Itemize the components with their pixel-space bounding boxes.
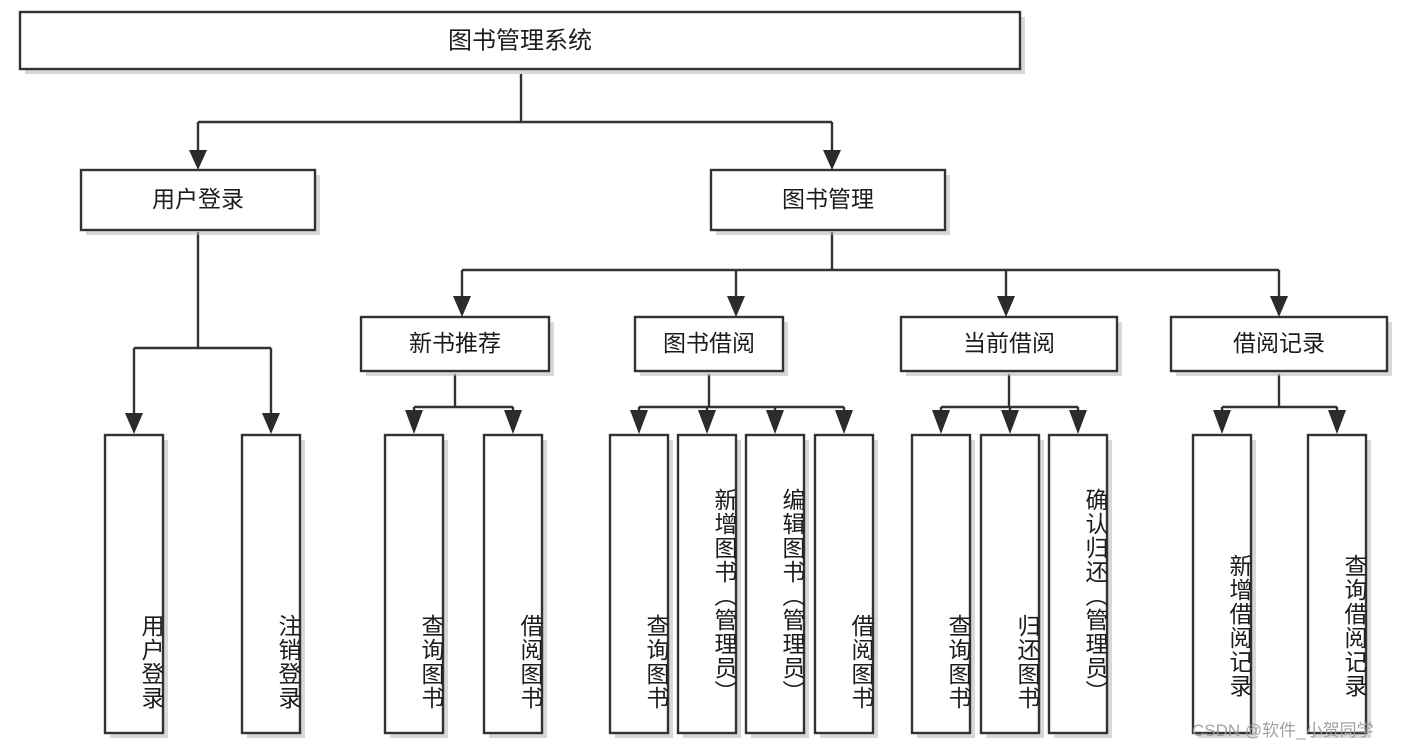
node-leaf-logout-login[interactable] <box>240 433 305 738</box>
borrow-record-label: 借阅记录 <box>1233 330 1325 356</box>
node-leaf-query-book-2[interactable] <box>608 433 673 738</box>
node-leaf-return-book[interactable] <box>979 433 1044 738</box>
node-book-manage[interactable]: 图书管理 <box>709 168 950 235</box>
node-root[interactable]: 图书管理系统 <box>18 10 1025 74</box>
arrow-leaf-add-record <box>1213 410 1231 434</box>
arrow-leaf-query-record <box>1328 410 1346 434</box>
node-leaf-query-book-3[interactable] <box>910 433 975 738</box>
leaf-borrow-book-1-box <box>482 433 544 735</box>
current-borrow-label: 当前借阅 <box>963 330 1055 356</box>
csdn-watermark: CSDN @软件_小贺同学 <box>1192 721 1374 740</box>
node-leaf-edit-book[interactable] <box>744 433 809 738</box>
node-leaf-query-record[interactable] <box>1306 433 1371 738</box>
arrow-new-book-recommend <box>453 296 471 317</box>
node-leaf-query-book-1[interactable] <box>383 433 448 738</box>
leaf-query-record-box <box>1306 433 1368 735</box>
arrow-leaf-edit-book <box>766 410 784 434</box>
node-leaf-add-record[interactable] <box>1191 433 1256 738</box>
user-login-box <box>79 168 317 232</box>
arrow-user-login <box>189 150 207 170</box>
leaf-user-login-box <box>103 433 165 735</box>
node-borrow-record[interactable]: 借阅记录 <box>1169 315 1392 376</box>
user-login-label: 用户登录 <box>152 186 244 212</box>
node-user-login[interactable]: 用户登录 <box>79 168 320 235</box>
node-leaf-user-login[interactable] <box>103 433 168 738</box>
node-leaf-borrow-book-2[interactable] <box>813 433 878 738</box>
leaf-query-book-3-box <box>910 433 972 735</box>
leaf-return-book-box <box>979 433 1041 735</box>
node-leaf-add-book[interactable] <box>676 433 741 738</box>
new-book-recommend-label: 新书推荐 <box>409 330 501 356</box>
arrow-current-borrow <box>997 296 1015 317</box>
leaf-confirm-return-box <box>1047 433 1109 735</box>
node-leaf-confirm-return[interactable] <box>1047 433 1112 738</box>
new-book-recommend-box <box>359 315 551 373</box>
leaf-borrow-book-2-box <box>813 433 875 735</box>
root-label: 图书管理系统 <box>448 27 592 54</box>
leaf-add-book-box <box>676 433 738 735</box>
node-new-book-recommend[interactable]: 新书推荐 <box>359 315 554 376</box>
book-borrow-label: 图书借阅 <box>663 330 755 356</box>
arrow-leaf-borrow-book-2 <box>835 410 853 434</box>
leaf-add-record-box <box>1191 433 1253 735</box>
arrow-book-manage <box>823 150 841 170</box>
arrow-leaf-query-book-2 <box>630 410 648 434</box>
arrow-leaf-user-login <box>125 413 143 434</box>
arrow-leaf-borrow-book-1 <box>504 410 522 434</box>
edge-layer <box>125 74 1346 434</box>
arrow-leaf-return-book <box>1001 410 1019 434</box>
book-borrow-box <box>633 315 785 373</box>
arrow-leaf-query-book-1 <box>405 410 423 434</box>
book-manage-label: 图书管理 <box>782 186 874 212</box>
arrow-leaf-confirm-return <box>1069 410 1087 434</box>
leaf-query-book-1-box <box>383 433 445 735</box>
root-box <box>18 10 1022 71</box>
arrow-leaf-add-book <box>698 410 716 434</box>
leaf-edit-book-box <box>744 433 806 735</box>
borrow-record-box <box>1169 315 1389 373</box>
arrow-borrow-record <box>1270 296 1288 317</box>
book-manage-box <box>709 168 947 232</box>
node-leaf-borrow-book-1[interactable] <box>482 433 547 738</box>
arrow-leaf-logout-login <box>262 413 280 434</box>
node-book-borrow[interactable]: 图书借阅 <box>633 315 788 376</box>
node-current-borrow[interactable]: 当前借阅 <box>899 315 1122 376</box>
leaf-query-book-2-box <box>608 433 670 735</box>
current-borrow-box <box>899 315 1119 373</box>
arrow-book-borrow <box>727 296 745 317</box>
arrow-leaf-query-book-3 <box>932 410 950 434</box>
leaf-logout-login-box <box>240 433 302 735</box>
